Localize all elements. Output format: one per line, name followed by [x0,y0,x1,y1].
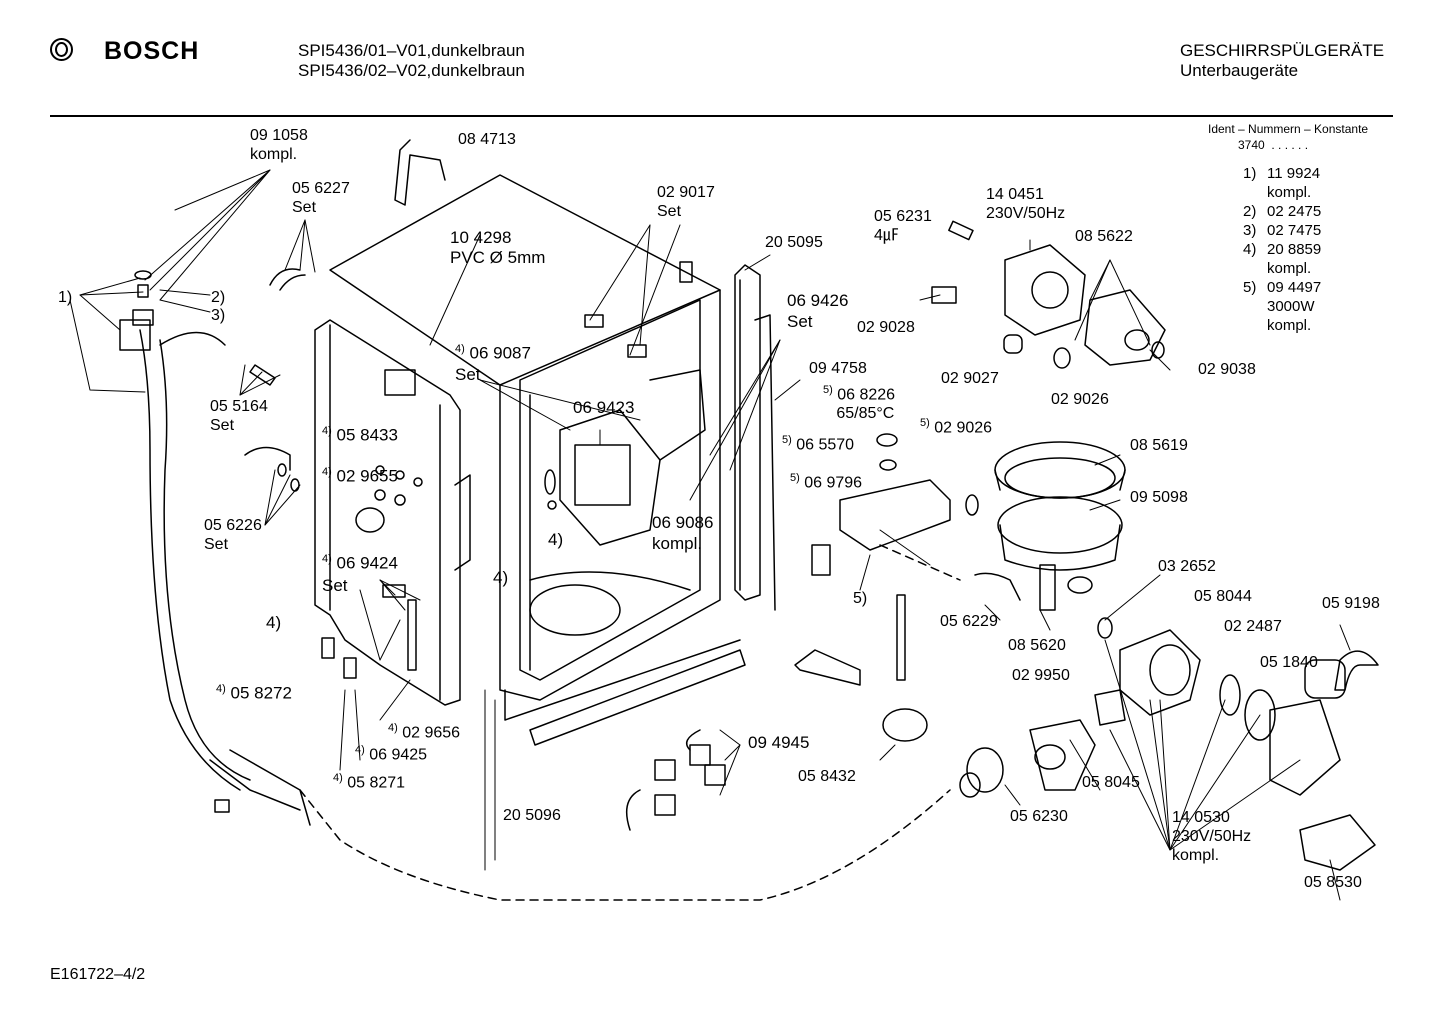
inlet-valve-assembly [119,270,154,351]
part-label-key-1: 1) [58,289,73,306]
part-label-058530: 05 8530 [1304,874,1362,891]
model-line-2: SPI5436/02–V02,dunkelbraun [298,61,525,80]
part-label-022487: 02 2487 [1224,618,1282,635]
flow-heater [811,433,979,576]
part-label-051840: 05 1840 [1260,654,1318,671]
part-label-029026-b: 5) 02 9026 [920,417,993,437]
small-hoses [244,139,1021,601]
part-label-085619: 08 5619 [1130,437,1188,454]
part-label-029950: 02 9950 [1012,667,1070,684]
part-label-056230: 05 6230 [1010,808,1068,825]
part-label-029655: 4) 02 9655 [322,466,398,486]
drain-pump-assembly [931,220,1166,369]
part-label-key-5: 5) [853,590,868,607]
wiring-connectors [625,729,726,831]
detergent-dispenser [559,369,706,546]
brand-name: BOSCH [104,37,200,65]
ident-title: Ident – Nummern – Konstante [1208,122,1369,136]
part-label-205095: 20 5095 [765,234,823,251]
ident-prefix: 3740 . . . . . . [1238,138,1309,152]
part-label-069423: 06 9423 [573,398,635,417]
part-label-058044: 05 8044 [1194,588,1252,605]
part-label-068226: 5) 06 8226 65/85°C [823,384,896,423]
part-label-029026-a: 02 9026 [1051,391,1109,408]
part-label-205096: 20 5096 [503,807,561,824]
pressure-switch [794,594,928,742]
part-label-key-4-a: 4) [548,530,564,549]
subcategory-title: Unterbaugeräte [1180,61,1299,80]
part-label-058271: 4) 05 8271 [333,772,406,792]
model-line-1: SPI5436/01–V01,dunkelbraun [298,41,525,60]
part-label-095098: 09 5098 [1130,489,1188,506]
header-divider [50,115,1393,117]
category-title: GESCHIRRSPÜLGERÄTE [1180,41,1385,60]
part-label-029028: 02 9028 [857,319,915,336]
drawing-code: E161722–4/2 [50,966,146,983]
part-label-032652: 03 2652 [1158,558,1216,575]
part-label-085622: 08 5622 [1075,228,1133,245]
part-label-058272: 4) 05 8272 [216,683,292,703]
door-seal-rails [504,264,776,746]
part-label-058045: 05 8045 [1082,774,1140,791]
sump-assembly [994,441,1126,611]
part-label-058432: 05 8432 [798,768,856,785]
part-label-029027: 02 9027 [941,370,999,387]
part-label-069425: 4) 06 9425 [355,744,428,764]
part-label-058433: 4) 05 8433 [322,425,398,445]
part-label-094758: 09 4758 [809,360,867,377]
leader-lines [69,169,1351,901]
part-label-key-2: 2) [211,289,226,306]
part-label-085620: 08 5620 [1008,637,1066,654]
part-label-059198: 05 9198 [1322,595,1380,612]
small-fittings [321,261,1346,699]
lower-pump-parts [959,617,1379,871]
part-label-069796: 5) 06 9796 [790,472,863,492]
part-label-029656: 4) 02 9656 [388,722,461,742]
tub-body-outline [329,174,721,701]
part-label-key-4-c: 4) [266,613,282,632]
door-panel-outline [314,319,471,706]
part-label-key-4-b: 4) [493,568,509,587]
bosch-logo-icon [50,38,73,61]
part-label-094945: 09 4945 [748,733,810,752]
part-label-key-3: 3) [211,307,226,324]
part-label-084713: 08 4713 [458,131,516,148]
ident-entry-list: 1)11 9924 kompl. 2)02 2475 3)02 7475 4)2… [1243,165,1322,334]
part-label-029038: 02 9038 [1198,361,1256,378]
part-label-056229: 05 6229 [940,613,998,630]
part-label-065570: 5) 06 5570 [782,434,855,454]
